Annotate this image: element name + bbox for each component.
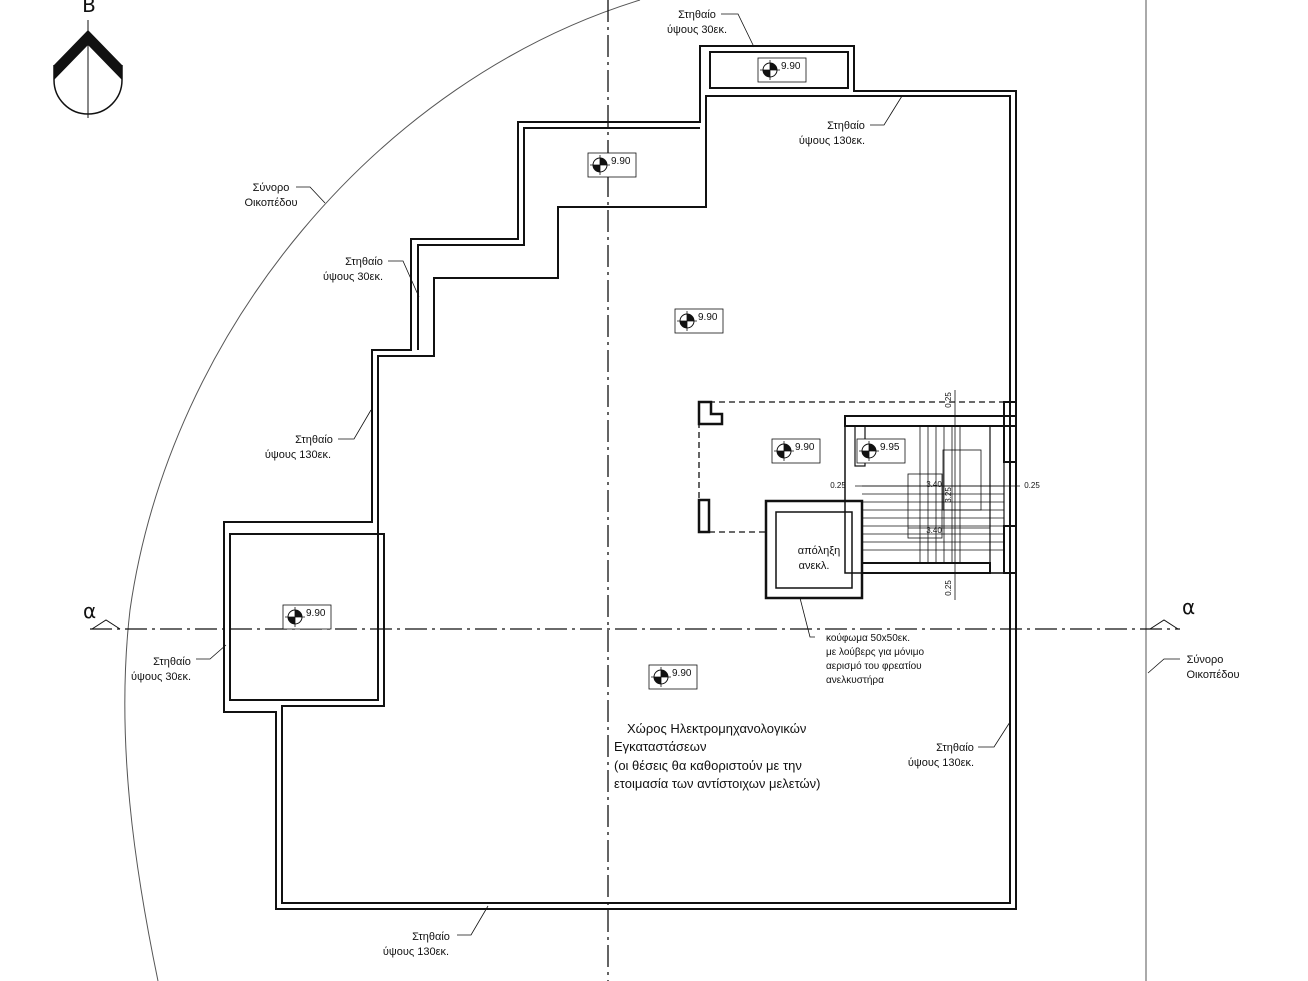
vent-note-line-1: κούφωμα 50x50εκ. [826, 632, 910, 644]
level-label: 9.90 [698, 312, 718, 323]
section-markers: α α [83, 595, 1195, 630]
parapet-130-height: ύψους 130εκ. [265, 449, 331, 461]
level-marker: 9.90 [757, 57, 807, 83]
boundary-label: Σύνορο [1187, 654, 1224, 666]
annotation-boundary-left: Σύνορο Οικοπέδου [244, 182, 297, 209]
level-label: 9.95 [880, 442, 900, 453]
elevator-overrun [764, 499, 864, 600]
dim-wall-bottom: 0.25 [944, 580, 953, 596]
dimension-lines [855, 390, 1020, 600]
mep-area-title: Χώρος Ηλεκτρομηχανολογικών [627, 721, 806, 736]
dim-width-top: 3.40 [926, 480, 942, 489]
north-arrow-icon: B [53, 0, 123, 118]
level-label: 9.90 [795, 442, 815, 453]
boundary-label-2: Οικοπέδου [244, 197, 297, 209]
roof-outline [223, 45, 1017, 910]
vent-note-line-4: ανελκυστήρα [826, 674, 884, 686]
axis-lines [90, 0, 1180, 981]
section-marker-left: α [83, 599, 96, 623]
section-marker-right: α [1182, 595, 1195, 619]
annotation-top-box: Στηθαίο ύψους 30εκ. [667, 9, 727, 36]
level-marker: 9.90 [648, 664, 698, 690]
parapet-130-label: Στηθαίο [295, 434, 333, 446]
level-label: 9.90 [306, 608, 326, 619]
annotation-step: Στηθαίο ύψους 30εκ. [323, 256, 383, 283]
parapet-30-height: ύψους 30εκ. [323, 271, 383, 283]
level-label: 9.90 [781, 61, 801, 72]
canopy-outline [698, 401, 1016, 533]
parapet-130-label: Στηθαίο [827, 120, 865, 132]
north-letter: B [82, 0, 96, 17]
stair-core [844, 401, 1017, 574]
canopy-columns [697, 400, 724, 534]
mep-area-note-1: (οι θέσεις θα καθοριστούν με την [614, 758, 802, 773]
level-marker: 9.90 [771, 438, 821, 464]
boundary-label-2: Οικοπέδου [1186, 669, 1239, 681]
level-label: 9.90 [672, 668, 692, 679]
dim-wall-right: 0.25 [1024, 481, 1040, 490]
parapet-30-height: ύψους 30εκ. [131, 671, 191, 683]
parapet-130-label: Στηθαίο [412, 931, 450, 943]
elevator-label-line-1: απόληξη [798, 545, 841, 557]
dim-depth: 3.25 [944, 487, 953, 503]
level-marker: 9.90 [587, 152, 637, 178]
level-marker: 9.95 [856, 438, 906, 464]
dim-wall-left: 0.25 [830, 481, 846, 490]
dim-wall-top: 0.25 [944, 392, 953, 408]
mep-area-note-2: ετοιμασία των αντίστοιχων μελετών) [614, 776, 821, 791]
level-marker: 9.90 [674, 308, 724, 334]
parapet-30-label: Στηθαίο [153, 656, 191, 668]
vent-note: κούφωμα 50x50εκ. με λούβερς για μόνιμο α… [826, 632, 924, 686]
plot-boundary [124, 0, 1147, 981]
boundary-label: Σύνορο [253, 182, 290, 194]
mep-area-note: Χώρος Ηλεκτρομηχανολογικών Εγκαταστάσεων… [614, 721, 821, 791]
annotation-bottom-wall: Στηθαίο ύψους 130εκ. [383, 931, 450, 958]
parapet-30-label: Στηθαίο [678, 9, 716, 21]
vent-note-line-2: με λούβερς για μόνιμο [826, 646, 924, 658]
parapet-30-height: ύψους 30εκ. [667, 24, 727, 36]
parapet-130-label: Στηθαίο [936, 742, 974, 754]
dim-width-bottom: 3.40 [926, 526, 942, 535]
annotation-left-wall: Στηθαίο ύψους 130εκ. [265, 434, 333, 461]
parapet-130-height: ύψους 130εκ. [383, 946, 449, 958]
annotation-boundary-right: Σύνορο Οικοπέδου [1186, 654, 1239, 681]
elevator-label-line-2: ανεκλ. [799, 560, 830, 572]
elevator-label: απόληξη ανεκλ. [798, 545, 841, 572]
level-label: 9.90 [611, 156, 631, 167]
leader-lines [196, 13, 1180, 936]
parapet-130-height: ύψους 130εκ. [908, 757, 974, 769]
vent-note-line-3: αερισμό του φρεατίου [826, 660, 922, 672]
annotation-right-wall: Στηθαίο ύψους 130εκ. [908, 742, 974, 769]
dimension-labels: 0.25 0.25 3.40 3.40 0.25 3.25 0.25 [830, 392, 1040, 596]
mep-area-title-2: Εγκαταστάσεων [614, 739, 706, 754]
parapet-130-height: ύψους 130εκ. [799, 135, 865, 147]
level-marker: 9.90 [282, 604, 332, 630]
annotation-top-right: Στηθαίο ύψους 130εκ. [799, 120, 865, 147]
annotation-left-box: Στηθαίο ύψους 30εκ. [131, 656, 191, 683]
parapet-30-label: Στηθαίο [345, 256, 383, 268]
